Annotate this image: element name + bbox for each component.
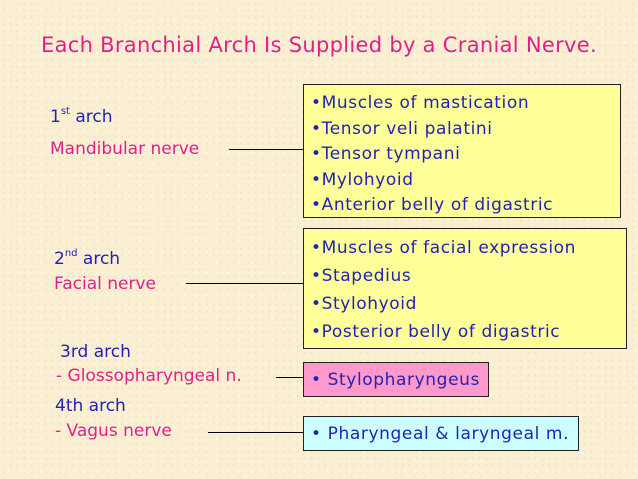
arch-label-4: 4th arch: [55, 396, 126, 416]
muscle-item: •Muscles of facial expression: [311, 238, 577, 258]
nerve-label-2: Facial nerve: [54, 274, 156, 294]
arch-2-number: 2: [54, 249, 65, 269]
arch-1-word: arch: [75, 107, 113, 127]
connector-line-2: [186, 283, 303, 284]
arch-label-1: 1st arch: [50, 106, 113, 128]
slide-title: Each Branchial Arch Is Supplied by a Cra…: [41, 33, 597, 57]
muscle-item: •Stapedius: [311, 266, 412, 286]
muscle-item: •Muscles of mastication: [311, 93, 530, 113]
muscle-box-4: • Pharyngeal & laryngeal m.: [303, 416, 579, 451]
nerve-label-1: Mandibular nerve: [50, 139, 200, 159]
nerve-label-4: - Vagus nerve: [55, 421, 172, 441]
arch-2-word: arch: [82, 249, 121, 269]
arch-label-3: 3rd arch: [60, 342, 131, 362]
connector-line-3: [276, 377, 303, 378]
muscle-item: •Tensor veli palatini: [311, 118, 493, 139]
muscle-item: •Mylohyoid: [311, 169, 414, 190]
muscle-box-3: • Stylopharyngeus: [303, 362, 489, 397]
arch-2-suffix: nd: [64, 248, 78, 260]
muscle-item: •Anterior belly of digastric: [311, 195, 554, 215]
muscle-item: •Tensor tympani: [311, 144, 461, 164]
nerve-label-3: - Glossopharyngeal n.: [56, 366, 242, 386]
muscle-box-1: •Muscles of mastication •Tensor veli pal…: [303, 84, 621, 218]
connector-line-4: [208, 432, 303, 433]
muscle-box-2: •Muscles of facial expression •Stapedius…: [303, 228, 627, 349]
arch-1-number: 1: [50, 107, 61, 127]
arch-1-suffix: st: [60, 106, 70, 118]
muscle-item: •Stylohyoid: [311, 294, 418, 314]
muscle-item: •Posterior belly of digastric: [311, 322, 561, 342]
connector-line-1: [229, 149, 303, 150]
arch-label-2: 2nd arch: [54, 248, 120, 270]
